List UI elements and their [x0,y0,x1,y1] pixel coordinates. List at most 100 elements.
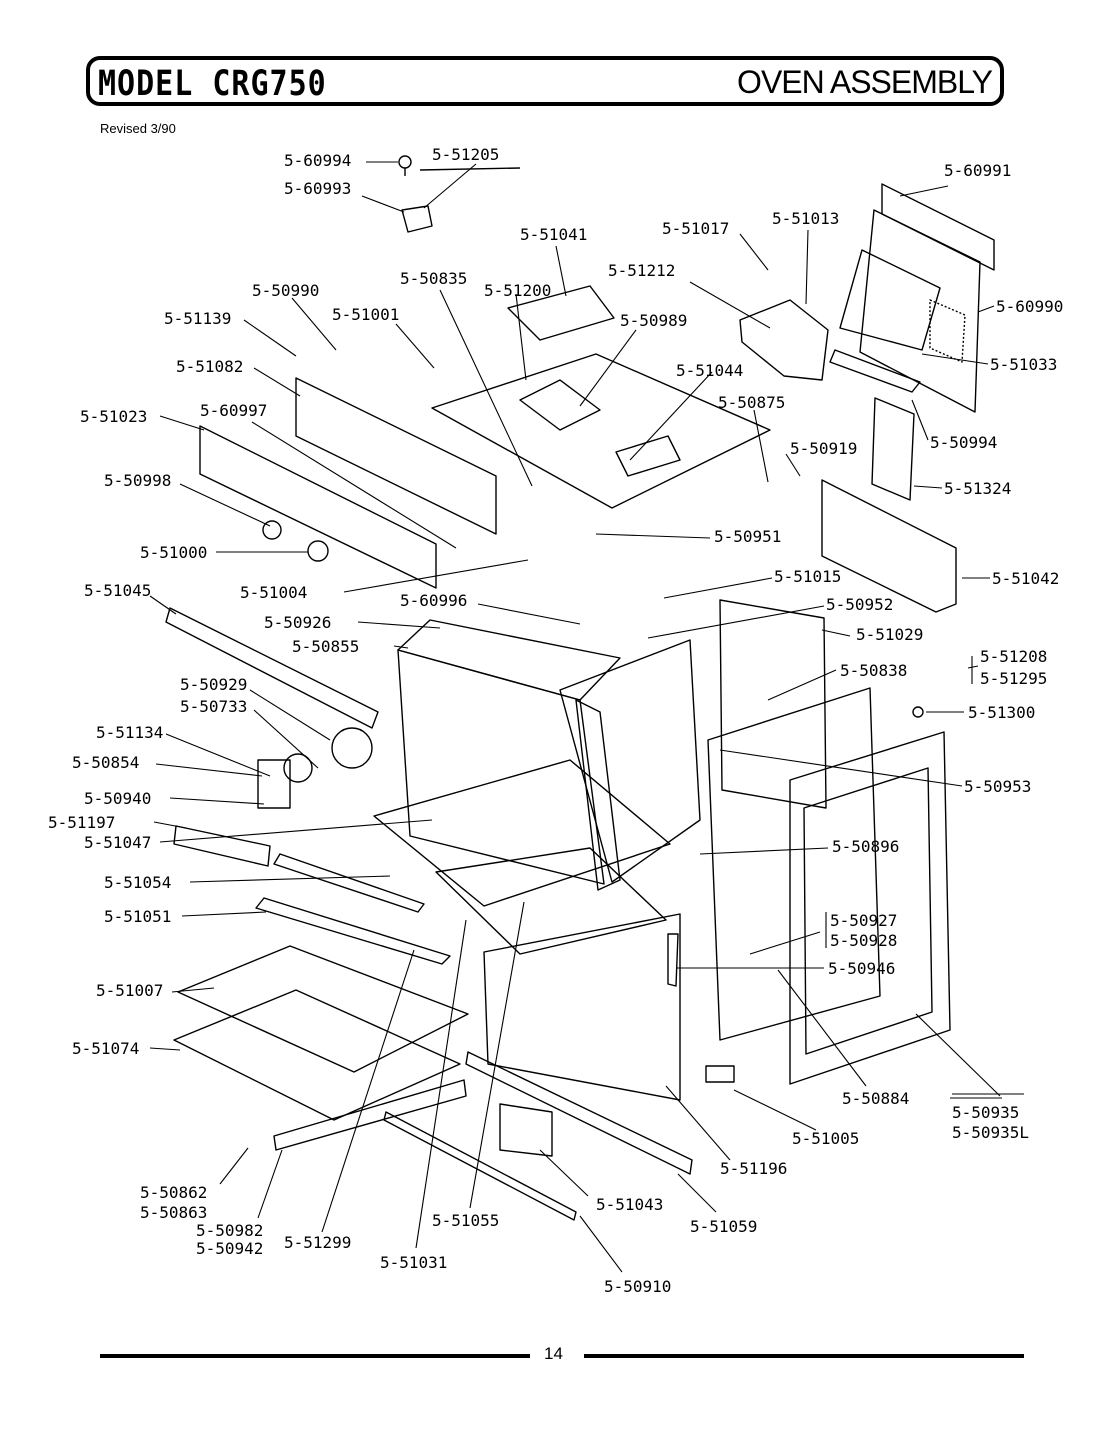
part-label: 5-50855 [292,637,359,656]
part-label: 5-51212 [608,261,675,280]
part-label: 5-50863 [140,1203,207,1222]
part-label: 5-51208 [980,647,1047,666]
part-label: 5-51300 [968,703,1035,722]
left-rail [165,377,497,729]
rack [173,825,469,1121]
part-label: 5-51044 [676,361,743,380]
part-label: 5-50896 [832,837,899,856]
part-label: 5-50838 [840,661,907,680]
part-label: 5-51007 [96,981,163,1000]
part-label: 5-51004 [240,583,307,602]
drawing [149,155,1024,1273]
part-label: 5-50927 [830,911,897,930]
part-label: 5-51299 [284,1233,351,1252]
part-label: 5-51295 [980,669,1047,688]
part-label: 5-51045 [84,581,151,600]
part-label: 5-50998 [104,471,171,490]
knob-2 [307,540,329,562]
part-label: 5-51205 [432,145,499,164]
part-labels: 5-60994 5-51205 5-60993 5-60991 5-51041 … [48,145,1063,1296]
insulation-panel [821,479,957,613]
part-label: 5-51055 [432,1211,499,1230]
oven-cavity [397,619,701,891]
part-label: 5-60993 [284,179,351,198]
part-label: 5-50910 [604,1277,671,1296]
part-label: 5-50919 [790,439,857,458]
footer-rule-right [584,1354,1024,1358]
part-label: 5-51059 [690,1217,757,1236]
part-label: 5-50862 [140,1183,207,1202]
part-label: 5-51047 [84,833,151,852]
screw-bracket-top [398,155,521,233]
part-label: 5-50875 [718,393,785,412]
part-label: 5-50926 [264,613,331,632]
part-label: 5-51196 [720,1159,787,1178]
page-number: 14 [544,1344,563,1363]
bottom-pan [373,759,681,1101]
part-label: 5-51041 [520,225,587,244]
part-label: 5-51031 [380,1253,447,1272]
part-label: 5-60996 [400,591,467,610]
part-label: 5-50929 [180,675,247,694]
part-label: 5-50854 [72,753,139,772]
part-label: 5-51042 [992,569,1059,588]
knob-1 [262,520,282,540]
burner-box [739,299,829,381]
leader-lines [149,161,1024,1273]
part-label: 5-51023 [80,407,147,426]
part-label: 5-60991 [944,161,1011,180]
part-label: 5-60990 [996,297,1063,316]
part-label: 5-51000 [140,543,207,562]
part-label: 5-50990 [252,281,319,300]
revision-note: Revised 3/90 [100,121,176,136]
door [707,687,951,1085]
part-label: 5-51074 [72,1039,139,1058]
header-frame [86,56,1004,106]
part-label: 5-51029 [856,625,923,644]
section-title: OVEN ASSEMBLY [737,64,993,100]
back-panel-right [829,183,995,501]
model-title: MODEL CRG750 [98,64,327,105]
part-label: 5-51054 [104,873,171,892]
part-label: 5-50951 [714,527,781,546]
part-label: 5-51051 [104,907,171,926]
part-label: 5-51324 [944,479,1011,498]
hinge [667,933,679,987]
side-panel [719,599,827,809]
part-label: 5-50940 [84,789,151,808]
part-label: 5-50953 [964,777,1031,796]
part-label: 5-51043 [596,1195,663,1214]
part-label: 5-51200 [484,281,551,300]
plug [912,706,924,718]
part-label: 5-60994 [284,151,351,170]
part-label: 5-50733 [180,697,247,716]
part-label: 5-60997 [200,401,267,420]
part-label: 5-50952 [826,595,893,614]
part-label: 5-50835 [400,269,467,288]
part-label: 5-50942 [196,1239,263,1258]
part-label: 5-51197 [48,813,115,832]
bracket-small [705,1065,735,1083]
part-label: 5-50884 [842,1089,909,1108]
part-label: 5-51017 [662,219,729,238]
part-label: 5-50928 [830,931,897,950]
top-panel [431,285,771,509]
part-label: 5-51015 [774,567,841,586]
part-label: 5-51013 [772,209,839,228]
bottom-rails [273,1051,693,1221]
part-label: 5-51082 [176,357,243,376]
footer-rule-left [100,1354,530,1358]
part-label: 5-50946 [828,959,895,978]
burner-parts [257,727,373,809]
part-label: 5-51134 [96,723,163,742]
part-label: 5-50935L [952,1123,1029,1142]
part-label: 5-51001 [332,305,399,324]
part-label: 5-50989 [620,311,687,330]
part-label: 5-51005 [792,1129,859,1148]
part-label: 5-50982 [196,1221,263,1240]
part-label: 5-50935 [952,1103,1019,1122]
part-label: 5-51033 [990,355,1057,374]
part-label: 5-51139 [164,309,231,328]
part-label: 5-50994 [930,433,997,452]
